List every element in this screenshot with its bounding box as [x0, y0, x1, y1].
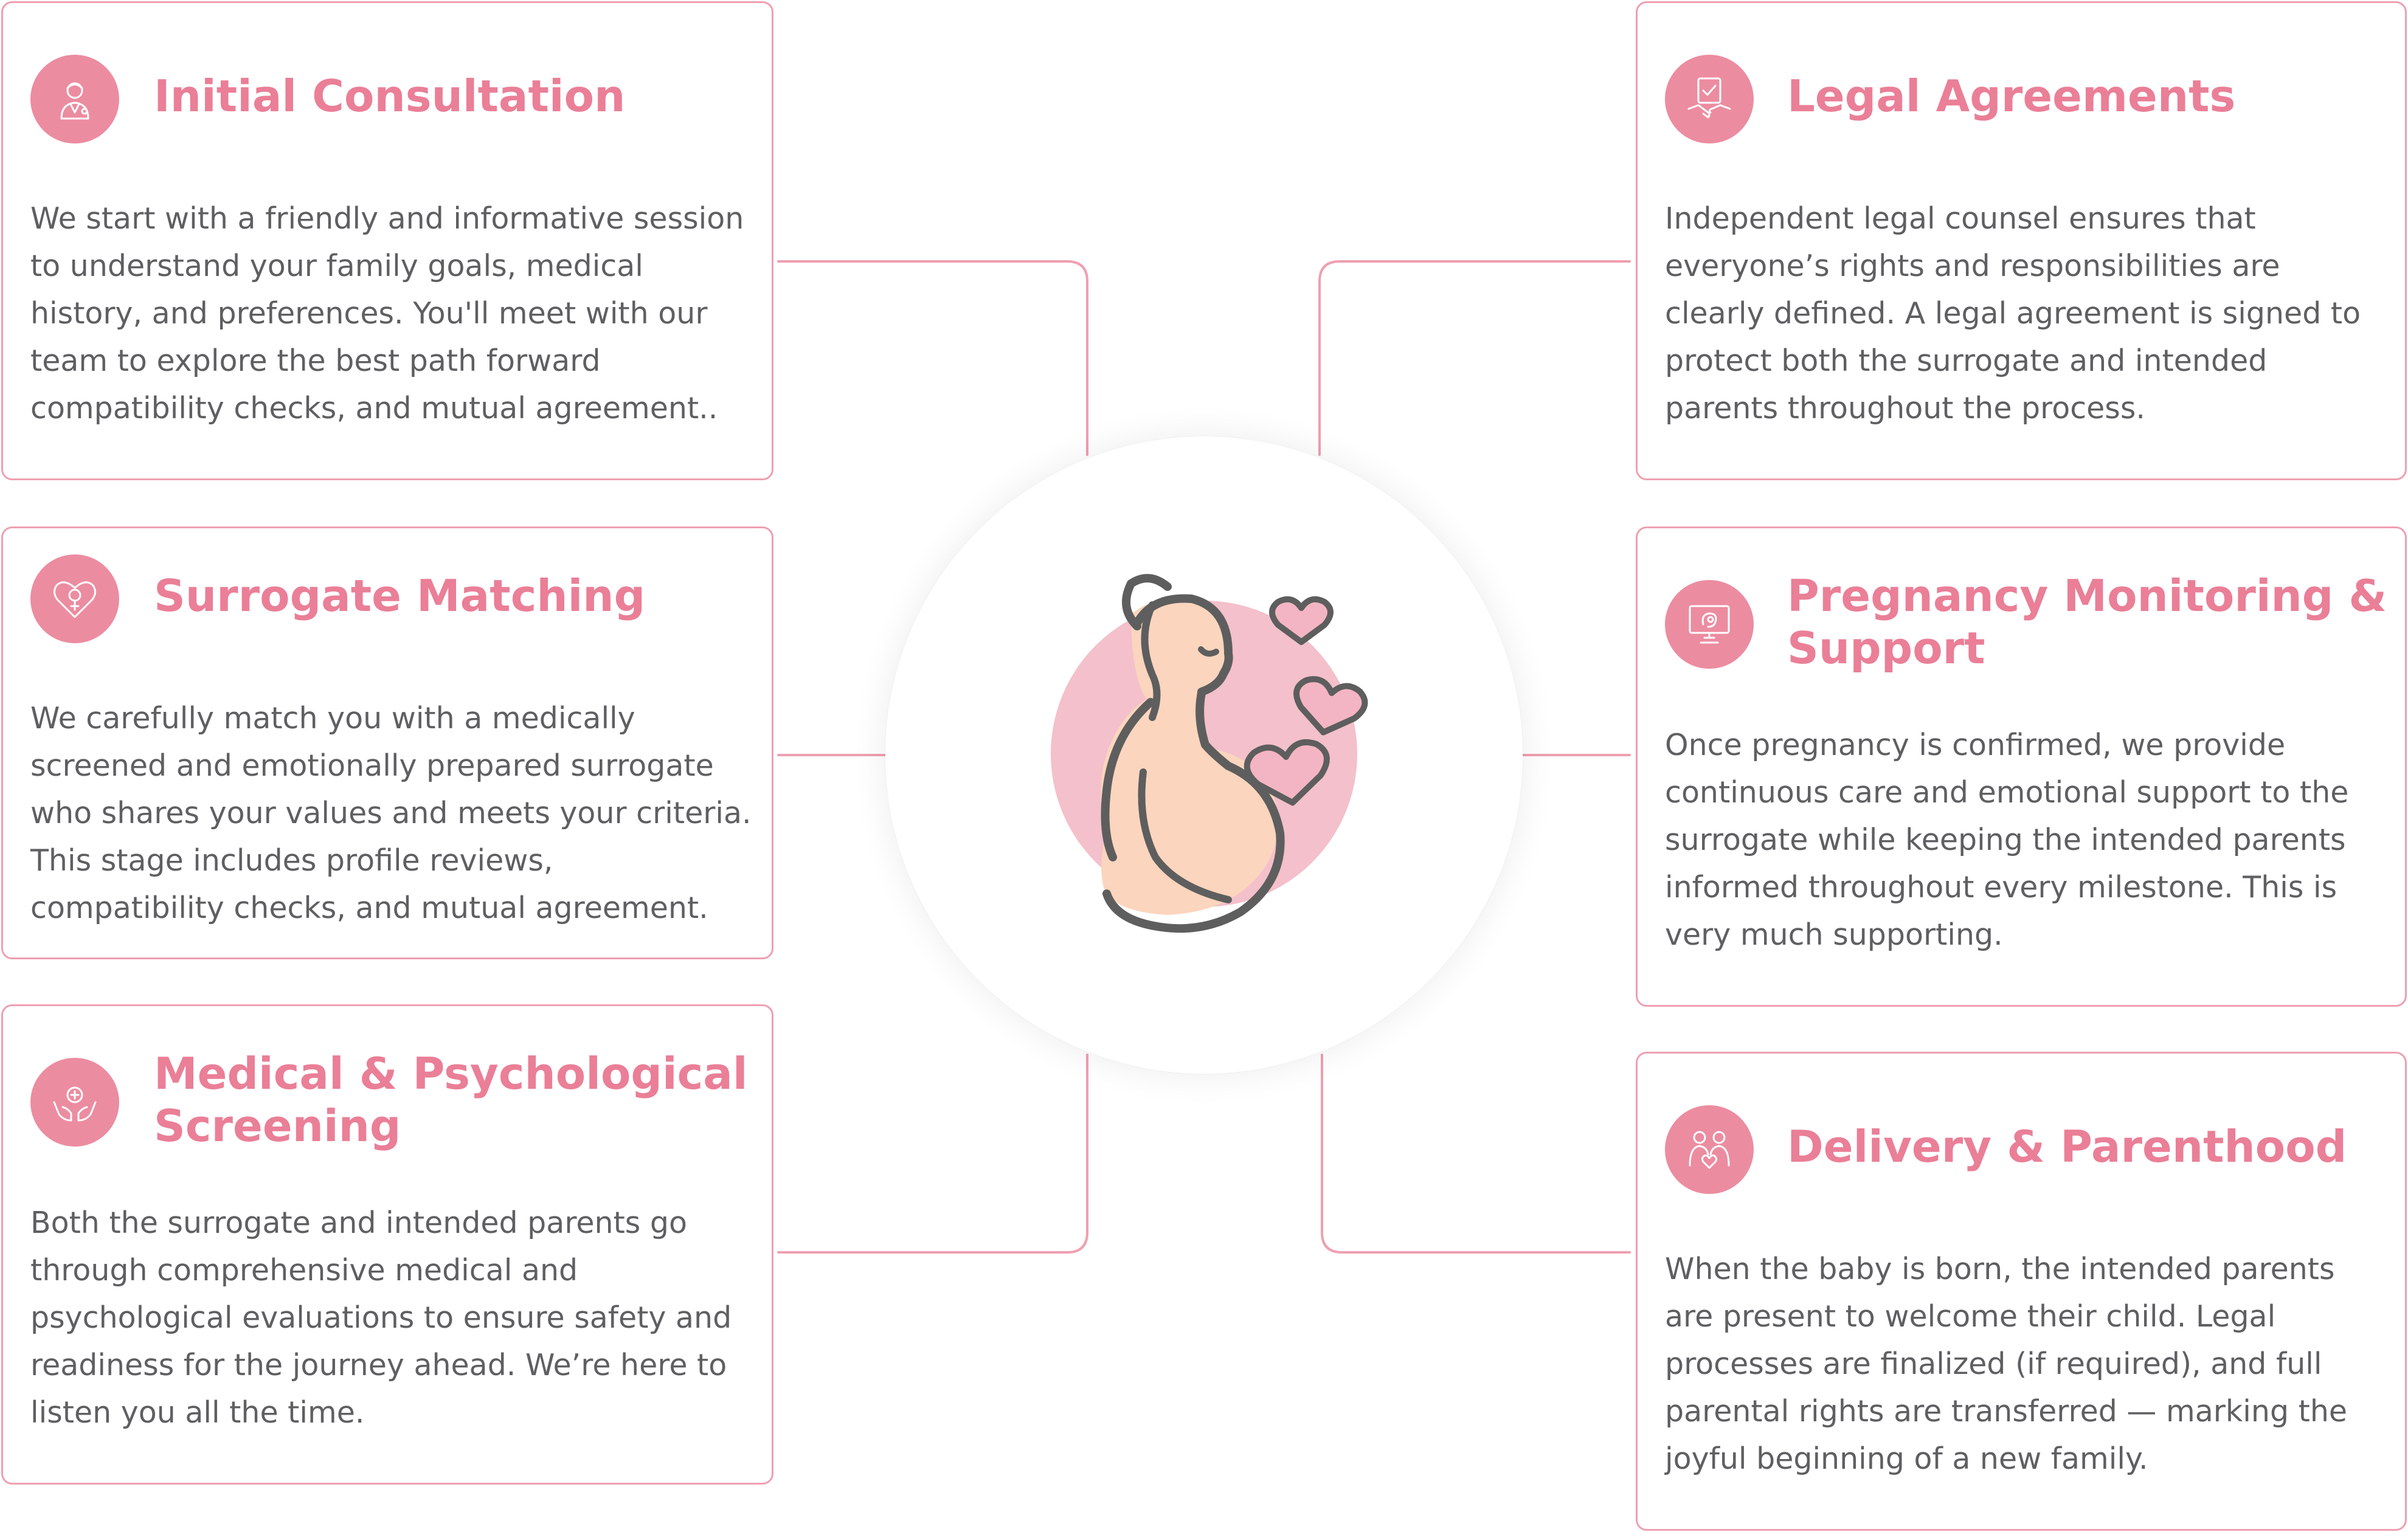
doctor-icon — [30, 55, 119, 143]
pregnant-woman-hearts-icon — [1051, 574, 1368, 933]
hands-medical-icon — [30, 1058, 119, 1147]
step-card-pregnancy-monitoring: Pregnancy Monitoring & Support Once preg… — [1636, 526, 2407, 1007]
family-icon — [1665, 1105, 1754, 1194]
step-title: Legal Agreements — [1787, 71, 2236, 122]
connector-legal-agreements — [1318, 260, 1631, 456]
step-title: Delivery & Parenthood — [1787, 1121, 2347, 1172]
step-description: Once pregnancy is confirmed, we provide … — [1665, 728, 2349, 952]
connector-delivery — [1321, 1054, 1631, 1254]
step-description: Independent legal counsel ensures that e… — [1665, 201, 2361, 426]
step-title: Pregnancy Monitoring & Support — [1787, 570, 2387, 674]
step-card-legal-agreements: Legal Agreements Independent legal couns… — [1636, 1, 2407, 480]
step-title: Initial Consultation — [154, 71, 626, 122]
step-description: We start with a friendly and informative… — [30, 201, 744, 426]
step-card-surrogate-matching: Surrogate Matching We carefully match yo… — [1, 526, 773, 959]
step-card-delivery-parenthood: Delivery & Parenthood When the baby is b… — [1636, 1052, 2407, 1531]
step-card-initial-consultation: Initial Consultation We start with a fri… — [1, 1, 773, 480]
step-title: Medical & Psychological Screening — [154, 1048, 748, 1151]
step-title: Surrogate Matching — [154, 570, 646, 621]
step-description: Both the surrogate and intended parents … — [30, 1206, 732, 1430]
heart-female-icon — [30, 554, 119, 643]
step-card-medical-psychological-screening: Medical & Psychological Screening Both t… — [1, 1004, 773, 1485]
connector-screening — [777, 1054, 1088, 1254]
step-description: We carefully match you with a medically … — [30, 701, 752, 925]
connector-initial-consultation — [777, 260, 1088, 456]
ultrasound-monitor-icon — [1665, 580, 1754, 669]
step-description: When the baby is born, the intended pare… — [1665, 1252, 2348, 1476]
handshake-document-icon — [1665, 55, 1754, 143]
